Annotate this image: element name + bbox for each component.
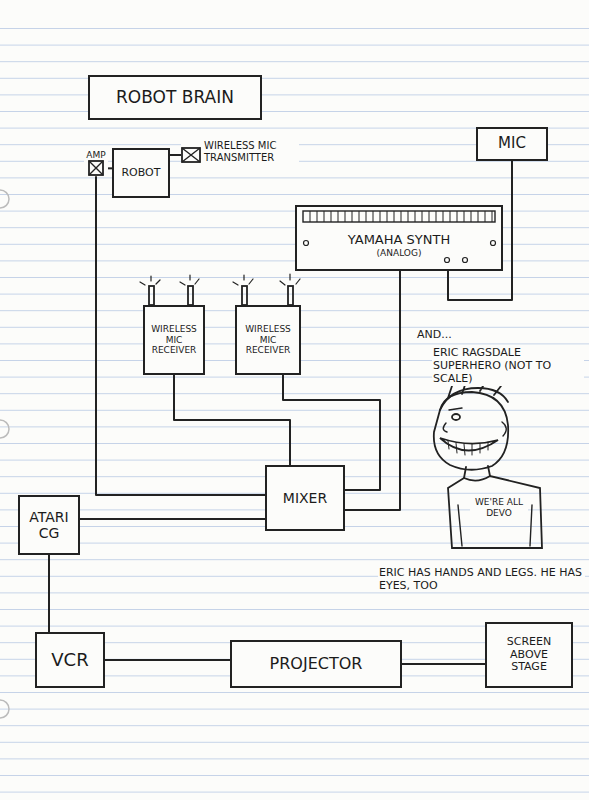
robot-box: ROBOT: [112, 148, 170, 198]
receiver-box: WIRELESS MIC RECEIVER: [235, 305, 301, 375]
wire: [402, 663, 485, 665]
antenna: [242, 286, 247, 305]
transmitter-box: WIRELESS MIC TRANSMITTER: [181, 140, 299, 163]
node-text: MIC: [498, 135, 526, 152]
node-text: WIRELESS MIC RECEIVER: [241, 324, 295, 355]
signal-marks: [140, 274, 300, 285]
projector-box: PROJECTOR: [230, 640, 402, 688]
node-text: PROJECTOR: [270, 655, 363, 673]
shirt-text: WE'RE ALL DEVO: [470, 497, 528, 519]
node-text: AMP: [86, 150, 105, 160]
ear: [502, 422, 506, 436]
note-text: ERIC HAS HANDS AND LEGS. HE HAS EYES, TO…: [378, 566, 585, 592]
amp-box: AMP: [84, 150, 108, 176]
wire: [170, 154, 181, 156]
cg-box: ATARI CG: [18, 495, 80, 555]
mixer-box: MIXER: [265, 465, 345, 531]
node-text: WIRELESS MIC TRANSMITTER: [204, 140, 299, 163]
node-text: ATARI CG: [24, 509, 74, 541]
title-box: ROBOT BRAIN: [88, 75, 262, 120]
antenna: [188, 286, 193, 305]
node-text: SCREEN ABOVE STAGE: [491, 636, 567, 674]
note-text: AND...: [416, 328, 478, 341]
node-text: (ANALOG): [377, 248, 422, 258]
node-text: ROBOT BRAIN: [116, 88, 234, 108]
receiver-box: WIRELESS MIC RECEIVER: [143, 305, 205, 375]
node-text: VCR: [51, 650, 88, 671]
screen-box: SCREEN ABOVE STAGE: [485, 622, 573, 688]
neck: [464, 466, 490, 478]
mic-box: MIC: [476, 127, 548, 161]
amp-symbol: [88, 160, 104, 176]
teeth: [448, 441, 488, 455]
vcr-box: VCR: [35, 632, 105, 688]
wire: [174, 375, 290, 465]
eye: [452, 414, 460, 420]
head: [434, 392, 508, 470]
wire: [345, 271, 400, 510]
synth-box: YAMAHA SYNTH(ANALOG): [295, 205, 503, 271]
antenna: [288, 286, 293, 305]
node-text: WIRELESS MIC RECEIVER: [149, 324, 199, 355]
shirt: [448, 476, 542, 548]
wire: [48, 555, 50, 632]
node-text: ROBOT: [121, 167, 160, 180]
antenna: [149, 286, 154, 305]
node-text: YAMAHA SYNTH: [348, 233, 450, 248]
nose: [443, 423, 447, 432]
wire: [80, 518, 265, 520]
transmitter-symbol: [181, 147, 201, 163]
note-text: ERIC RAGSDALE SUPERHERO (NOT TO SCALE): [432, 346, 584, 386]
eyebrow: [449, 408, 462, 410]
wire: [105, 659, 230, 661]
node-text: MIXER: [283, 490, 327, 506]
